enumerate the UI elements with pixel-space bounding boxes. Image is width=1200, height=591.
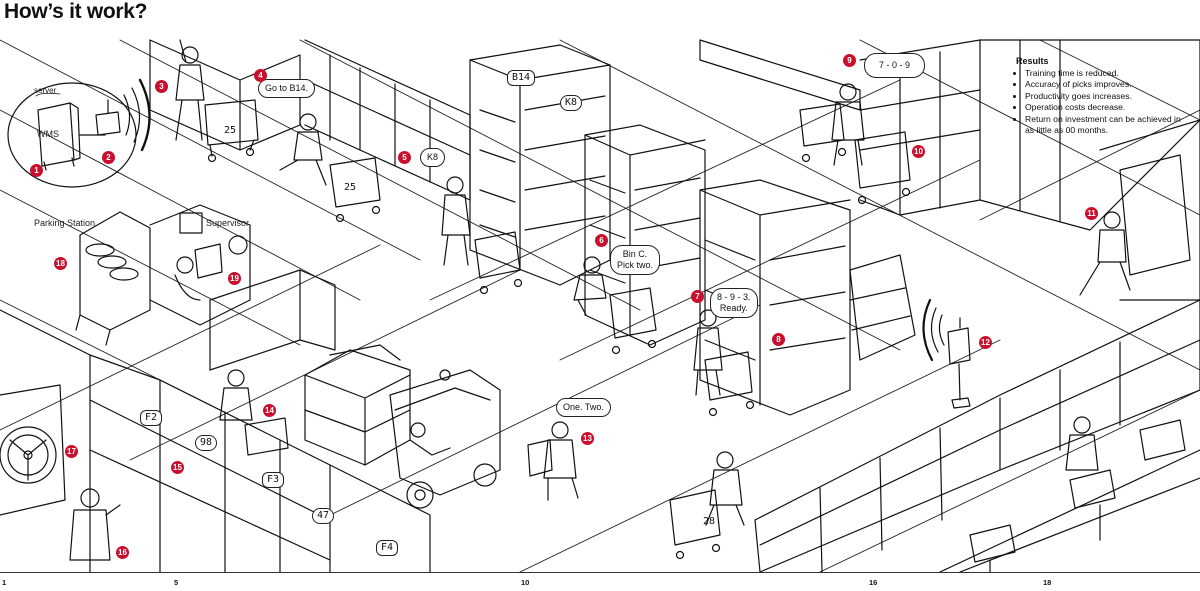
step-marker-1: 1 — [30, 164, 43, 177]
wireless-access-point — [922, 298, 971, 409]
results-item: Accuracy of picks improves. — [1025, 79, 1192, 91]
warehouse-illustration — [0, 39, 1200, 572]
cart-label-28: 28 — [703, 516, 716, 527]
speech-bubble-13: One. Two. — [556, 398, 611, 417]
upper-right-racks — [699, 39, 1200, 301]
step-marker-5: 5 — [398, 151, 411, 164]
speech-bubble-6: Bin C. Pick two. — [610, 245, 661, 275]
speech-bubble-4: Go to B14. — [258, 79, 316, 98]
step-marker-9: 9 — [843, 54, 856, 67]
step-marker-19: 19 — [228, 272, 241, 285]
cart-label-25a: 25 — [224, 125, 237, 136]
page-number: 5 — [174, 578, 179, 587]
step-marker-13: 13 — [581, 432, 594, 445]
step-marker-3: 3 — [155, 80, 168, 93]
rack-label-f4: F4 — [376, 540, 399, 556]
step-marker-2: 2 — [102, 151, 115, 164]
step-marker-18: 18 — [54, 257, 67, 270]
page-title: How’s it work? — [4, 0, 148, 23]
step-marker-17: 17 — [65, 445, 78, 458]
results-item: Training time is reduced. — [1025, 68, 1192, 80]
step-marker-12: 12 — [979, 336, 992, 349]
wms-label: WMS — [37, 129, 59, 139]
step-marker-7: 7 — [691, 290, 704, 303]
parking-station — [75, 204, 251, 346]
step-marker-16: 16 — [116, 546, 129, 559]
results-panel: Results Training time is reduced. Accura… — [1016, 56, 1192, 137]
workers — [69, 39, 1191, 561]
results-item: Operation costs decrease. — [1025, 102, 1192, 114]
server-label: server — [34, 86, 57, 95]
upper-shelving — [149, 39, 471, 201]
parking-station-label: Parking Station — [34, 218, 96, 228]
page-number: 10 — [521, 578, 530, 587]
rack-label-98: 98 — [195, 435, 218, 451]
rack-label-47: 47 — [312, 508, 335, 524]
speech-bubble-5: K8 — [420, 148, 446, 167]
step-marker-8: 8 — [772, 333, 785, 346]
partition-wall — [209, 269, 336, 371]
step-marker-11: 11 — [1085, 207, 1098, 220]
lower-right-shelving — [754, 299, 1200, 572]
floor-grid — [0, 39, 1200, 572]
supervisor-label: Supervisor — [206, 218, 250, 228]
page-number: 16 — [869, 578, 878, 587]
rack-label-f3: F3 — [262, 472, 285, 488]
step-marker-15: 15 — [171, 461, 184, 474]
step-marker-4: 4 — [254, 69, 267, 82]
rack-label-b14: B14 — [507, 70, 536, 86]
step-marker-14: 14 — [263, 404, 276, 417]
page-number: 1 — [2, 578, 7, 587]
rack-label-f2: F2 — [140, 410, 163, 426]
server-diagram — [7, 78, 151, 188]
step-marker-10: 10 — [912, 145, 925, 158]
page-number: 18 — [1043, 578, 1052, 587]
speech-bubble-9: 7 - 0 - 9 — [864, 53, 926, 78]
results-title: Results — [1016, 56, 1049, 66]
results-item: Productivity goes increases. — [1025, 91, 1192, 103]
results-list: Training time is reduced. Accuracy of pi… — [1016, 68, 1192, 137]
step-marker-6: 6 — [595, 234, 608, 247]
cart-label-25b: 25 — [344, 182, 357, 193]
speech-bubble-7: 8 - 9 - 3. Ready. — [710, 288, 758, 318]
rack-label-k8: K8 — [560, 95, 583, 111]
results-item: Return on investment can be achieved in … — [1025, 114, 1192, 137]
page-footer: 1 5 10 16 18 — [0, 572, 1200, 591]
forklift — [304, 344, 501, 509]
